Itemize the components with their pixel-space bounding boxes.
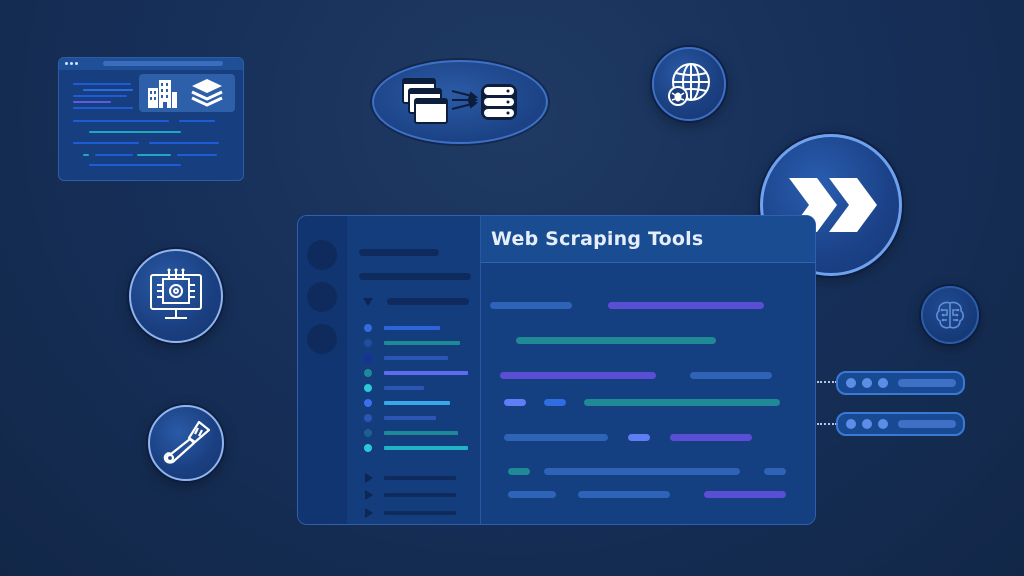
page-title: Web Scraping Tools: [491, 228, 704, 250]
brain-chip-icon: [936, 301, 964, 329]
globe-bug-icon: [668, 63, 710, 106]
nav-panel: [347, 216, 481, 524]
expand-caret-icon[interactable]: [365, 490, 373, 500]
monitor-gear-icon: [150, 268, 202, 319]
mini-window-titlebar: [59, 58, 243, 70]
scraper-tool-circle: [148, 405, 224, 481]
data-pipeline-ellipse: [372, 60, 548, 144]
collapse-caret-icon[interactable]: [363, 298, 373, 306]
proxy-pill-1: [836, 371, 965, 395]
proxy-pill-2: [836, 412, 965, 436]
web-pages-icon: [402, 78, 448, 124]
rail-button-1[interactable]: [307, 240, 337, 270]
rail-button-3[interactable]: [307, 324, 337, 354]
arrows-icon: [451, 90, 478, 110]
connector-dots: [817, 423, 837, 425]
connector-dots: [817, 381, 837, 383]
globe-bug-circle: [652, 47, 726, 121]
content-panel: Web Scraping Tools: [481, 216, 815, 524]
monitor-gear-circle: [129, 249, 223, 343]
content-header: Web Scraping Tools: [481, 216, 815, 263]
building-icon: [148, 80, 177, 108]
expand-caret-icon[interactable]: [365, 473, 373, 483]
mini-browser-window: [58, 57, 244, 181]
expand-caret-icon[interactable]: [365, 508, 373, 518]
brain-chip-circle: [921, 286, 979, 344]
scraper-tool-icon: [163, 420, 211, 464]
database-icon: [481, 84, 517, 120]
rail-button-2[interactable]: [307, 282, 337, 312]
layers-icon: [191, 79, 223, 107]
icon-rail: [298, 216, 348, 524]
main-app-window: Web Scraping Tools: [297, 215, 816, 525]
